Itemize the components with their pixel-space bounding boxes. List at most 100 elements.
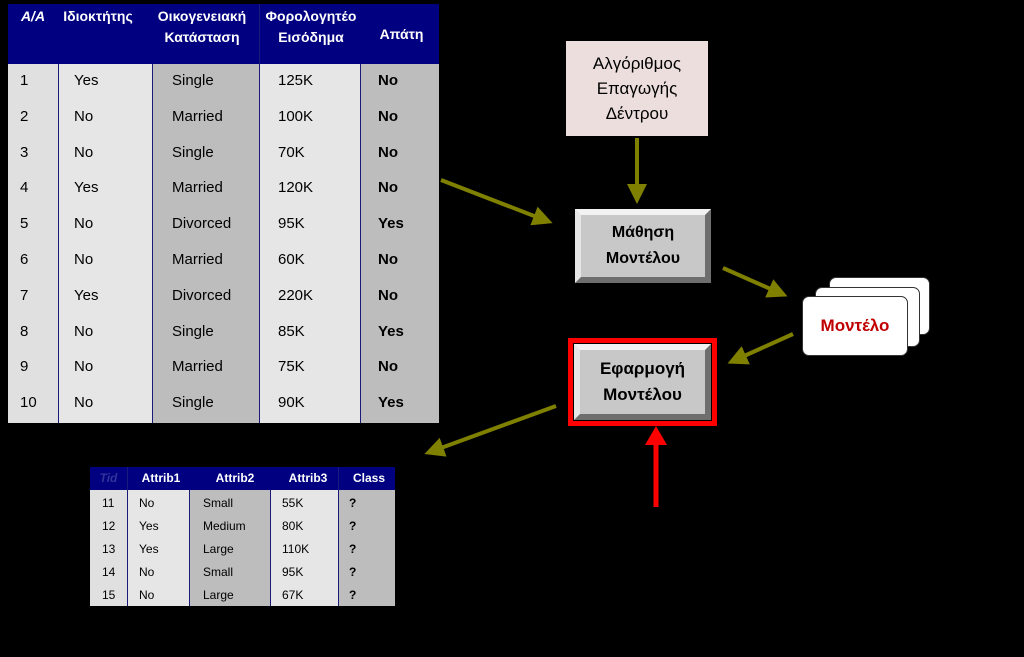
test-cell: 95K: [282, 565, 304, 580]
training-cell: 95K: [278, 215, 305, 233]
header-tid: Tid: [99, 471, 118, 485]
training-cell: 70K: [278, 143, 305, 161]
col-bg: [189, 490, 270, 606]
algorithm-line3: Δέντρου: [605, 104, 669, 123]
red-arrow-head: [645, 426, 667, 445]
training-cell: No: [378, 72, 398, 89]
training-cell: No: [378, 143, 398, 161]
training-cell: No: [378, 179, 398, 197]
test-cell: ?: [349, 519, 357, 534]
training-cell: Single: [172, 72, 214, 89]
training-cell: No: [74, 322, 94, 340]
header-class: Class: [352, 471, 386, 485]
test-cell: Large: [203, 542, 234, 557]
training-cell: 90K: [278, 394, 305, 412]
training-cell: 220K: [278, 286, 314, 304]
training-cell: No: [74, 358, 94, 376]
training-table: A/A Ιδιοκτήτης Οικογενειακή Κατάσταση Φο…: [8, 4, 439, 423]
test-cell: 55K: [282, 496, 304, 510]
model-card-front: Μοντέλο: [802, 296, 908, 356]
test-cell: 110K: [282, 542, 310, 557]
col-bg: [260, 64, 361, 423]
training-cell: 120K: [278, 179, 314, 197]
training-cell: Single: [172, 394, 214, 412]
test-cell: ?: [349, 496, 357, 510]
header-status-line2: Κατάσταση: [164, 29, 240, 45]
test-cell: No: [139, 565, 155, 580]
training-cell: No: [378, 251, 398, 268]
training-cell: Married: [172, 107, 223, 125]
test-cell: ?: [349, 565, 357, 580]
test-cell: ?: [349, 542, 357, 557]
training-cell: No: [378, 286, 398, 304]
test-cell: Yes: [139, 519, 159, 534]
test-cell: 11: [102, 496, 115, 510]
header-income-line1: Φορολογητέο: [265, 8, 357, 24]
test-cell: Large: [203, 588, 234, 603]
training-cell: 75K: [278, 358, 305, 376]
training-cell: 5: [20, 215, 29, 233]
test-cell: 13: [102, 542, 116, 557]
header-income-line2: Εισόδημα: [278, 29, 344, 45]
apply-model-box: Εφαρμογή Μοντέλου: [574, 344, 711, 420]
col-bg: [153, 64, 260, 423]
header-aa: A/A: [20, 8, 46, 24]
training-cell: 4: [20, 179, 29, 197]
training-cell: 100K: [278, 107, 314, 125]
test-cell: 14: [102, 565, 116, 580]
training-cell: 9: [20, 358, 29, 376]
training-cell: Yes: [378, 215, 404, 233]
training-cell: 6: [20, 251, 29, 268]
arrow-table-to-learn: [440, 178, 553, 226]
training-cell: No: [74, 107, 94, 125]
training-cell: Yes: [378, 394, 404, 412]
training-cell: Married: [172, 358, 223, 376]
test-cell: Small: [203, 496, 234, 510]
test-cell: 67K: [282, 588, 304, 603]
test-cell: No: [139, 496, 155, 510]
training-cell: 60K: [278, 251, 305, 268]
training-cell: Single: [172, 143, 214, 161]
training-cell: 125K: [278, 72, 314, 89]
header-attrib1: Attrib1: [141, 471, 181, 485]
col-bg: [338, 490, 395, 606]
test-cell: ?: [349, 588, 357, 603]
col-bg: [270, 490, 338, 606]
arrow-apply-to-testtable: [424, 404, 557, 457]
algorithm-line1: Αλγόριθμος: [592, 54, 682, 73]
header-attrib2: Attrib2: [215, 471, 255, 485]
arrow-model-to-apply: [727, 332, 794, 365]
test-cell: 15: [102, 588, 116, 603]
test-table-header: [90, 467, 395, 490]
training-cell: 3: [20, 143, 29, 161]
header-attrib3: Attrib3: [288, 471, 328, 485]
test-cell: 12: [102, 519, 116, 534]
training-cell: 1: [20, 72, 29, 89]
training-cell: Married: [172, 179, 223, 197]
apply-line1: Εφαρμογή: [599, 359, 686, 378]
header-status-line1: Οικογενειακή: [157, 8, 247, 24]
training-table-header: [8, 4, 439, 64]
training-cell: No: [74, 215, 94, 233]
algorithm-line2: Επαγωγής: [596, 79, 678, 98]
col-bg: [90, 490, 127, 606]
tree-induction-algorithm-box: Αλγόριθμος Επαγωγής Δέντρου: [566, 41, 708, 136]
training-cell: 10: [20, 394, 37, 412]
test-cell: Medium: [203, 519, 246, 534]
training-cell: Yes: [74, 179, 99, 197]
training-cell: 85K: [278, 322, 305, 340]
training-cell: Married: [172, 251, 223, 268]
col-bg: [127, 490, 189, 606]
apply-line2: Μοντέλου: [603, 385, 682, 404]
training-cell: Yes: [378, 322, 404, 340]
learn-model-box: Μάθηση Μοντέλου: [575, 209, 711, 283]
training-cell: Divorced: [172, 286, 232, 304]
col-bg: [8, 64, 59, 423]
col-bg: [361, 64, 439, 423]
training-cell: No: [378, 358, 398, 376]
training-cell: Divorced: [172, 215, 232, 233]
training-cell: Single: [172, 322, 214, 340]
test-cell: Yes: [139, 542, 159, 557]
training-cell: 2: [20, 107, 29, 125]
